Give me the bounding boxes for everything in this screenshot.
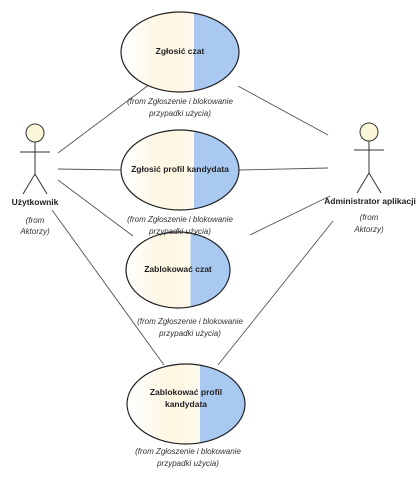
association-admin-zglosic-czat bbox=[237, 85, 329, 136]
use-case-origin-line-1: (from Zgłoszenie i blokowanie bbox=[127, 97, 233, 106]
actor-admin-origin-line-2: Aktorzy) bbox=[354, 225, 384, 234]
actor-user-origin-line-2: Aktorzy) bbox=[20, 227, 50, 236]
use-case-origin-line-2: przypadki użycia) bbox=[159, 329, 221, 338]
association-user-zglosic-czat bbox=[57, 83, 151, 154]
actor-user-figure[interactable] bbox=[20, 123, 50, 195]
use-case-ellipse-2[interactable] bbox=[120, 129, 240, 211]
use-case-title: Zgłosić czat bbox=[155, 46, 205, 56]
association-user-zablokowac-profil bbox=[51, 209, 165, 366]
actor-admin-figure[interactable] bbox=[354, 122, 384, 194]
actor-admin-head bbox=[359, 122, 379, 142]
actor-admin-origin-line-1: (from bbox=[359, 213, 379, 222]
association-admin-zglosic-profil bbox=[238, 167, 329, 171]
use-case-origin-line-2: przypadki użycia) bbox=[149, 227, 211, 236]
association-user-zglosic-profil bbox=[57, 168, 122, 171]
use-case-title-line-1: Zablokować profil bbox=[149, 387, 223, 397]
use-case-origin-line-1: (from Zgłoszenie i blokowanie bbox=[137, 317, 243, 326]
association-admin-zablokowac-czat bbox=[249, 195, 331, 236]
actor-user-head bbox=[25, 123, 45, 143]
use-case-origin-line-2: przypadki użycia) bbox=[157, 459, 219, 468]
use-case-ellipse-1[interactable] bbox=[120, 11, 240, 93]
use-case-title-line-2: kandydata bbox=[164, 399, 208, 409]
use-case-ellipse-4[interactable] bbox=[126, 363, 246, 445]
use-case-origin-line-1: (from Zgłoszenie i blokowanie bbox=[135, 447, 241, 456]
use-case-title: Zablokować czat bbox=[144, 264, 212, 274]
actor-user-origin-line-1: (from bbox=[25, 216, 45, 225]
use-case-title: Zgłosić profil kandydata bbox=[131, 164, 229, 174]
use-case-ellipse-3[interactable] bbox=[125, 231, 231, 309]
actor-user-name: Użytkownik bbox=[11, 197, 59, 207]
association-user-zablokowac-czat bbox=[57, 179, 134, 237]
association-admin-zablokowac-profil bbox=[217, 220, 334, 366]
association-lines bbox=[51, 83, 334, 366]
use-case-origin-line-2: przypadki użycia) bbox=[149, 109, 211, 118]
actor-admin-name: Administrator aplikacji bbox=[324, 196, 416, 206]
use-case-origin-line-1: (from Zgłoszenie i blokowanie bbox=[127, 215, 233, 224]
